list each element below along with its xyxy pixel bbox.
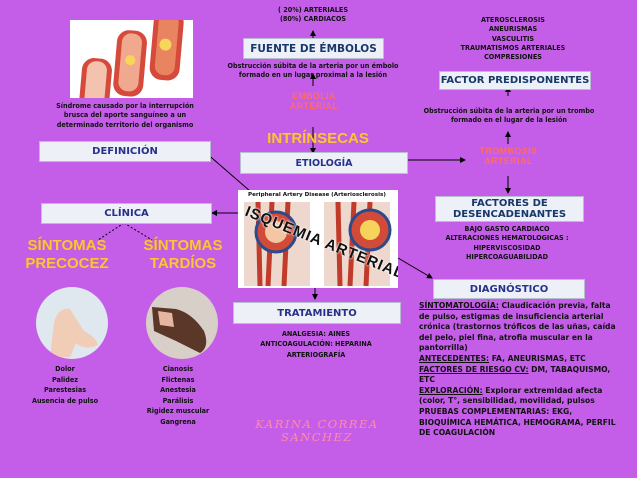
diag-antecedentes-text: FA, ANEURISMAS, ETC	[489, 353, 586, 363]
embolia-stat-cardiacos: (80%) CARDIACOS	[279, 14, 347, 24]
embolia-title-line-1: EMBOLIA	[291, 91, 337, 101]
sintomas-precoces-title: SÍNTOMAS PRECOCEZ	[22, 237, 112, 273]
embolia-description: Obstrucción súbita de la arteria por un …	[222, 61, 404, 80]
precoces-title-line-2: PRECOCEZ	[25, 255, 109, 272]
diag-exploracion-line-1: EXPLORACIÓN: Explorar extremidad afecta	[419, 386, 631, 397]
diag-sintomatologia-line-4: del pelo, piel fina, atrofia muscular en…	[419, 332, 593, 342]
precoces-item-ausencia-pulso: Ausencia de pulso	[31, 395, 99, 405]
precoces-item-parestesias: Parestesias	[43, 385, 87, 394]
author-signature: KARINA CORREA SANCHEZ	[255, 417, 379, 444]
tardios-items: Cianosis Flictenas Anestesia Parálisis R…	[128, 364, 228, 427]
embolia-title-line-2: ARTERIAL	[289, 101, 339, 111]
definicion-text-line-1: Síndrome causado por la interrupción	[56, 101, 194, 110]
trombosis-causes: ATEROSCLEROSIS ANEURISMAS VASCULITIS TRA…	[438, 15, 588, 61]
embolia-stat-arteriales: ( 20%) ARTERIALES	[278, 5, 348, 14]
tratamiento-box: TRATAMIENTO	[233, 302, 401, 324]
etiologia-box: ETIOLOGÍA	[240, 152, 408, 174]
desencadenantes-label-line-1: FACTORES DE	[471, 198, 548, 209]
diag-sintomatologia-line-1: SÍNTOMATOLOGÍA: Claudicación previa, fal…	[419, 301, 631, 312]
diagnostico-box: DIAGNÓSTICO	[433, 279, 585, 299]
tratamiento-items: ANALGESIA: AINES ANTICOAGULACIÓN: HEPARI…	[230, 329, 402, 360]
trombosis-title-line-1: TROMBOSIS	[479, 146, 538, 156]
definicion-box: DEFINICIÓN	[39, 141, 211, 162]
diag-pruebas-line-1: PRUEBAS COMPLEMENTARIAS: EKG,	[419, 406, 573, 416]
diag-sintomatologia-line-5: pantorrilla)	[419, 343, 468, 353]
diag-exploracion-head: EXPLORACIÓN:	[419, 385, 483, 395]
diag-sintomatologia-line-3: crónica (trastornos tróficos de las uñas…	[419, 322, 616, 332]
desencadenantes-label-line-2: DESENCADENANTES	[452, 209, 567, 220]
tardios-title-line-2: TARDÍOS	[149, 255, 217, 272]
gangrene-foot-image	[146, 287, 218, 359]
trombosis-description-line-2: formado en el lugar de la lesión	[450, 115, 567, 125]
diag-exploracion-line-2: (color, T°, sensibilidad, movilidad, pul…	[419, 396, 595, 406]
trombosis-cause-vasculitis: VASCULITIS	[491, 33, 535, 43]
diag-factores-line-1: FACTORES DE RIESGO CV: DM, TABAQUISMO,	[419, 365, 631, 376]
precoces-title-line-1: SÍNTOMAS	[27, 237, 107, 254]
tardios-item-rigidez: Rigidez muscular	[146, 406, 210, 415]
embolia-arterial-title: EMBOLIA ARTERIAL	[274, 91, 354, 111]
trombosis-title-line-2: ARTERIAL	[484, 156, 533, 166]
fuente-embolos-box: FUENTE DE ÉMBOLOS	[243, 38, 384, 59]
diag-exploracion-line-1-text: Explorar extremidad afecta	[482, 385, 603, 395]
trombosis-cause-aterosclerosis: ATEROSCLEROSIS	[481, 15, 545, 24]
desencadenantes-items: BAJO GASTO CARDIACO ALTERACIONES HEMATOL…	[418, 224, 596, 261]
diag-factores-head: FACTORES DE RIESGO CV:	[419, 364, 529, 374]
precoces-item-palidez: Palidez	[51, 374, 79, 384]
definicion-text-line-3: determinado territorio del organismo	[56, 119, 194, 129]
desencadenante-hipercoagulabilidad: HIPERCOAGUABILIDAD	[466, 251, 548, 261]
embolia-description-line-1: Obstrucción súbita de la arteria por un …	[227, 61, 399, 70]
tratamiento-analgesia: ANALGESIA: AINES	[281, 329, 351, 338]
desencadenante-alteraciones: ALTERACIONES HEMATOLOGICAS :	[445, 233, 569, 243]
tratamiento-anticoagulacion: ANTICOAGULACIÓN: HEPARINA	[260, 339, 372, 349]
tardios-item-cianosis: Cianosis	[162, 364, 194, 373]
diag-pruebas-line-2: BIOQUÍMICA HEMÁTICA, HEMOGRAMA, PERFIL	[419, 417, 616, 427]
tardios-title-line-1: SÍNTOMAS	[143, 237, 223, 254]
trombosis-description-line-1: Obstrucción súbita de la arteria por un …	[423, 106, 595, 115]
tratamiento-arteriografia: ARTERIOGRAFÍA	[286, 349, 346, 359]
clinica-box: CLÍNICA	[41, 203, 212, 224]
embolia-stats: ( 20%) ARTERIALES (80%) CARDIACOS	[258, 5, 368, 24]
diag-sintomatologia-line-1-text: Claudicación previa, falta	[498, 301, 611, 310]
definicion-text: Síndrome causado por la interrupción bru…	[35, 101, 215, 129]
diag-factores-line-1-text: DM, TABAQUISMO,	[528, 364, 611, 374]
artery-illustration	[70, 10, 193, 119]
diag-sintomatologia-line-2: de pulso, estigmas de insuficiencia arte…	[419, 311, 604, 321]
diag-antecedentes-line: ANTECEDENTES: FA, ANEURISMAS, ETC	[419, 354, 631, 365]
sintomas-tardios-title: SÍNTOMAS TARDÍOS	[138, 237, 228, 273]
central-image-caption: Peripheral Artery Disease (Arteriosclero…	[248, 192, 386, 198]
tardios-item-anestesia: Anestesia	[160, 385, 196, 394]
diag-pruebas-line-3: DE COAGULACIÓN	[419, 428, 496, 438]
tardios-item-flictenas: Flictenas	[161, 374, 195, 384]
diag-antecedentes-head: ANTECEDENTES:	[419, 353, 490, 363]
diag-sintomatologia-head: SÍNTOMATOLOGÍA:	[419, 301, 499, 310]
pale-foot-image	[36, 287, 108, 359]
precoces-item-dolor: Dolor	[55, 364, 75, 373]
tardios-item-paralisis: Parálisis	[162, 395, 194, 405]
embolia-description-line-2: formado en un lugar proximal a la lesión	[238, 70, 388, 80]
intrinsecas-title: INTRÍNSECAS	[267, 130, 369, 147]
tardios-item-gangrena: Gangrena	[160, 416, 196, 426]
desencadenante-hiperviscosidad: HIPERVISCOSIDAD	[473, 242, 541, 252]
trombosis-cause-compresiones: COMPRESIONES	[484, 52, 542, 62]
trombosis-arterial-title: TROMBOSIS ARTERIAL	[466, 146, 551, 166]
trombosis-cause-traumatismos: TRAUMATISMOS ARTERIALES	[460, 42, 566, 52]
desencadenante-bajo-gasto: BAJO GASTO CARDIACO	[464, 224, 550, 233]
definicion-text-line-2: brusca del aporte sanguíneo a un	[63, 110, 187, 120]
factor-predisponentes-box: FACTOR PREDISPONENTES	[439, 71, 591, 90]
central-artery-image: Peripheral Artery Disease (Arteriosclero…	[238, 190, 398, 288]
trombosis-cause-aneurismas: ANEURISMAS	[488, 24, 538, 34]
factores-desencadenantes-box: FACTORES DE DESENCADENANTES	[435, 196, 584, 222]
trombosis-description: Obstrucción súbita de la arteria por un …	[414, 106, 604, 125]
diagnostico-details: SÍNTOMATOLOGÍA: Claudicación previa, fal…	[419, 301, 631, 439]
diag-factores-line-2: ETC	[419, 375, 435, 385]
precoces-items: Dolor Palidez Parestesias Ausencia de pu…	[15, 364, 115, 406]
